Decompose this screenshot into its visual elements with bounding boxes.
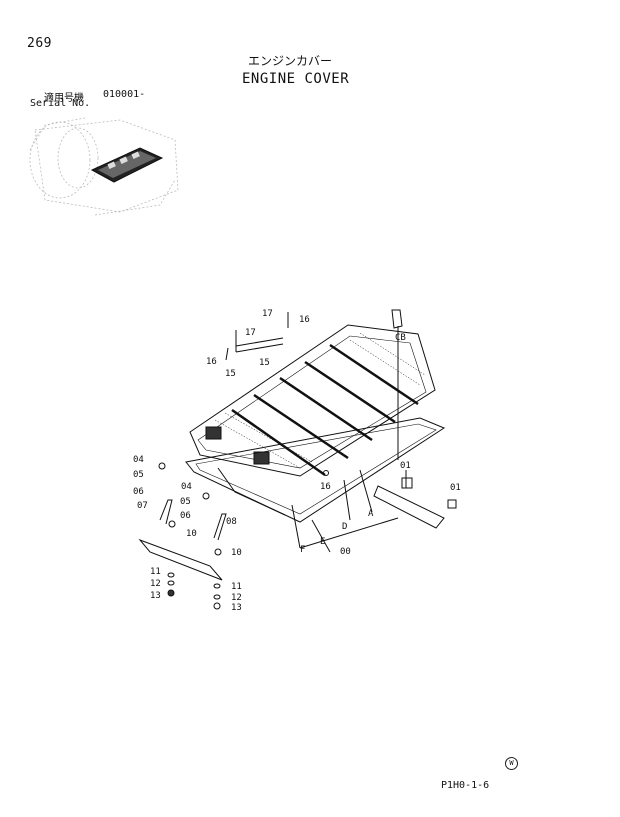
callout-07: 07 (137, 501, 148, 511)
callout-16c: 16 (320, 482, 331, 492)
serial-label-japanese: 適用号機 (44, 93, 84, 104)
callout-cb: CB (395, 333, 406, 343)
callout-d: D (342, 522, 347, 532)
cover-frame (185, 417, 446, 523)
callout-16a: 16 (299, 315, 310, 325)
callout-06b: 06 (180, 511, 191, 521)
callout-04a: 04 (133, 455, 144, 465)
callout-00: 00 (340, 547, 351, 557)
callout-15b: 15 (225, 369, 236, 379)
callout-06a: 06 (133, 487, 144, 497)
title-english: ENGINE COVER (242, 71, 350, 87)
engine-cover-outline (189, 324, 436, 477)
callout-a: A (368, 509, 374, 519)
callout-05a: 05 (133, 470, 144, 480)
callout-e: E (320, 537, 325, 547)
callout-16b: 16 (206, 357, 217, 367)
callout-08: 08 (226, 517, 237, 527)
serial-value: 010001- (103, 89, 146, 100)
callout-01b: 01 (450, 483, 461, 493)
callout-05b: 05 (180, 497, 191, 507)
callout-11a: 11 (150, 567, 161, 577)
callout-12b: 12 (231, 593, 242, 603)
title-japanese: エンジンカバー (248, 54, 333, 68)
callout-13b: 13 (231, 603, 242, 613)
callout-10b: 10 (231, 548, 242, 558)
callout-13a: 13 (150, 591, 161, 601)
callout-15a: 15 (259, 358, 270, 368)
callout-17a: 17 (262, 309, 273, 319)
callout-17b: 17 (245, 328, 256, 338)
serial-label-english: Serial No. (30, 98, 91, 109)
corner-mark: W (505, 757, 518, 770)
callout-labels: 17 16 17 15 16 15 CB 04 05 06 07 04 05 0… (133, 309, 461, 613)
page-code: P1H0-1-6 (441, 780, 490, 791)
callout-f: F (300, 545, 305, 555)
callout-10a: 10 (186, 529, 197, 539)
callout-12a: 12 (150, 579, 161, 589)
locator-engine-cover-highlight (90, 147, 164, 183)
callout-11b: 11 (231, 582, 242, 592)
page-number: 269 (27, 36, 52, 51)
callout-01a: 01 (400, 461, 411, 471)
callout-04b: 04 (181, 482, 192, 492)
